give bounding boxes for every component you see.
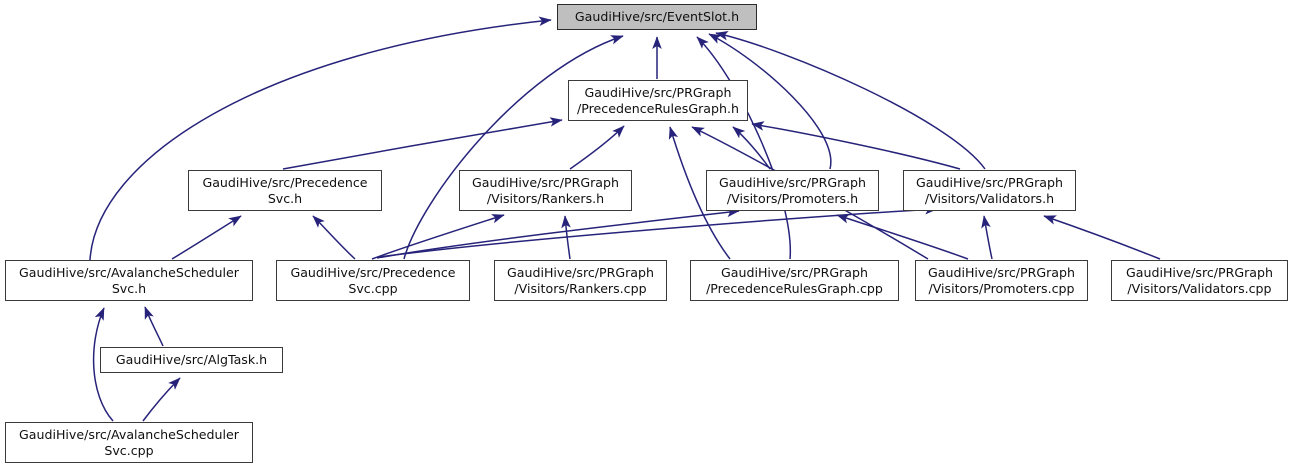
node-promoters-h[interactable]: GaudiHive/src/PRGraph /Visitors/Promoter… <box>706 170 879 211</box>
node-label: GaudiHive/src/PRGraph /PrecedenceRulesGr… <box>577 85 739 116</box>
edge-alg-task-h-to-avalanche-scheduler-svc-h <box>144 306 164 347</box>
edge-avalanche-scheduler-svc-cpp-to-alg-task-h <box>142 377 181 422</box>
node-label: GaudiHive/src/Precedence Svc.cpp <box>290 265 456 296</box>
edge-promoters-cpp-to-promoters-h <box>836 214 969 260</box>
edge-rankers-h-to-precedence-rules-graph-h <box>569 125 625 170</box>
edge-validators-h-to-event-slot-h <box>715 31 986 170</box>
node-event-slot-h[interactable]: GaudiHive/src/EventSlot.h <box>557 4 757 30</box>
node-label: GaudiHive/src/AvalancheScheduler Svc.cpp <box>19 427 239 458</box>
node-label: GaudiHive/src/PRGraph /Visitors/Promoter… <box>928 265 1075 296</box>
node-precedence-svc-h[interactable]: GaudiHive/src/Precedence Svc.h <box>188 170 382 211</box>
node-label: GaudiHive/src/PRGraph /PrecedenceRulesGr… <box>706 265 883 296</box>
node-label: GaudiHive/src/PRGraph /Visitors/Rankers.… <box>507 265 654 296</box>
node-validators-cpp[interactable]: GaudiHive/src/PRGraph /Visitors/Validato… <box>1111 260 1288 301</box>
node-label: GaudiHive/src/EventSlot.h <box>574 9 740 25</box>
node-precedence-rules-graph-cpp[interactable]: GaudiHive/src/PRGraph /PrecedenceRulesGr… <box>690 260 899 301</box>
node-label: GaudiHive/src/PRGraph /Visitors/Rankers.… <box>472 175 619 206</box>
edge-validators-h-to-precedence-rules-graph-h <box>751 121 961 170</box>
edge-precedence-svc-cpp-to-precedence-svc-h <box>312 215 356 260</box>
edge-validators-cpp-to-validators-h <box>1043 215 1161 260</box>
edge-precedence-svc-h-to-precedence-rules-graph-h <box>282 117 563 170</box>
node-label: GaudiHive/src/AvalancheScheduler Svc.h <box>19 265 239 296</box>
edge-promoters-cpp-to-validators-h <box>981 215 993 260</box>
node-label: GaudiHive/src/Precedence Svc.h <box>202 175 368 206</box>
edge-promoters-h-to-precedence-rules-graph-h <box>732 126 771 170</box>
edge-precedence-rules-graph-cpp-to-event-slot-h <box>696 36 792 260</box>
node-label: GaudiHive/src/PRGraph /Visitors/Validato… <box>916 175 1063 206</box>
edge-precedence-svc-cpp-to-validators-h <box>378 204 938 258</box>
node-precedence-svc-cpp[interactable]: GaudiHive/src/Precedence Svc.cpp <box>276 260 470 301</box>
edge-precedence-svc-cpp-to-rankers-h <box>371 214 505 260</box>
node-label: GaudiHive/src/PRGraph /Visitors/Promoter… <box>719 175 866 206</box>
node-promoters-cpp[interactable]: GaudiHive/src/PRGraph /Visitors/Promoter… <box>915 260 1088 301</box>
node-validators-h[interactable]: GaudiHive/src/PRGraph /Visitors/Validato… <box>903 170 1076 211</box>
node-avalanche-scheduler-svc-h[interactable]: GaudiHive/src/AvalancheScheduler Svc.h <box>5 260 253 301</box>
edge-precedence-svc-cpp-to-promoters-h <box>376 207 740 259</box>
edge-avalanche-scheduler-svc-h-to-event-slot-h <box>89 16 552 261</box>
node-avalanche-scheduler-svc-cpp[interactable]: GaudiHive/src/AvalancheScheduler Svc.cpp <box>5 422 253 463</box>
node-rankers-cpp[interactable]: GaudiHive/src/PRGraph /Visitors/Rankers.… <box>494 260 667 301</box>
node-alg-task-h[interactable]: GaudiHive/src/AlgTask.h <box>100 347 283 373</box>
node-rankers-h[interactable]: GaudiHive/src/PRGraph /Visitors/Rankers.… <box>459 170 632 211</box>
edge-precedence-rules-graph-cpp-to-precedence-rules-graph-h <box>668 126 731 260</box>
edge-avalanche-scheduler-svc-cpp-to-avalanche-scheduler-svc-h <box>92 307 114 422</box>
edge-promoters-h-to-event-slot-h <box>708 33 832 170</box>
node-precedence-rules-graph-h[interactable]: GaudiHive/src/PRGraph /PrecedenceRulesGr… <box>568 80 748 121</box>
node-label: GaudiHive/src/PRGraph /Visitors/Validato… <box>1126 265 1273 296</box>
edge-avalanche-scheduler-svc-h-to-precedence-svc-h <box>171 215 242 260</box>
node-label: GaudiHive/src/AlgTask.h <box>115 352 268 368</box>
edge-precedence-svc-cpp-to-event-slot-h <box>403 35 624 260</box>
